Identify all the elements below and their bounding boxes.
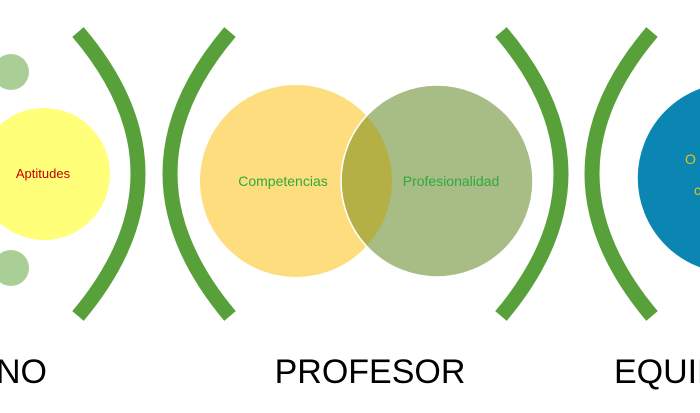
profesionalidad-circle-outline [340,84,534,278]
right-circle-text-line2: c [694,182,700,198]
bracket-open-middle [162,27,236,321]
bottom-label-middle: PROFESOR [275,353,466,391]
small-circle-bottom [0,250,29,286]
bottom-label-left: NO [0,353,47,391]
right-blue-circle [636,87,700,269]
bracket-open-right [584,27,658,321]
competencias-circle [200,85,392,277]
right-circle-text-line1: O [685,151,696,167]
profesionalidad-circle [341,85,533,277]
small-circle-top [0,54,29,90]
aptitudes-label: Aptitudes [16,166,71,181]
bracket-close-middle [495,27,569,321]
profesionalidad-label: Profesionalidad [403,173,500,189]
bottom-label-right: EQUIP [614,353,700,391]
bracket-close-left [72,27,146,321]
aptitudes-circle [0,108,110,240]
competencias-label: Competencias [238,173,328,189]
